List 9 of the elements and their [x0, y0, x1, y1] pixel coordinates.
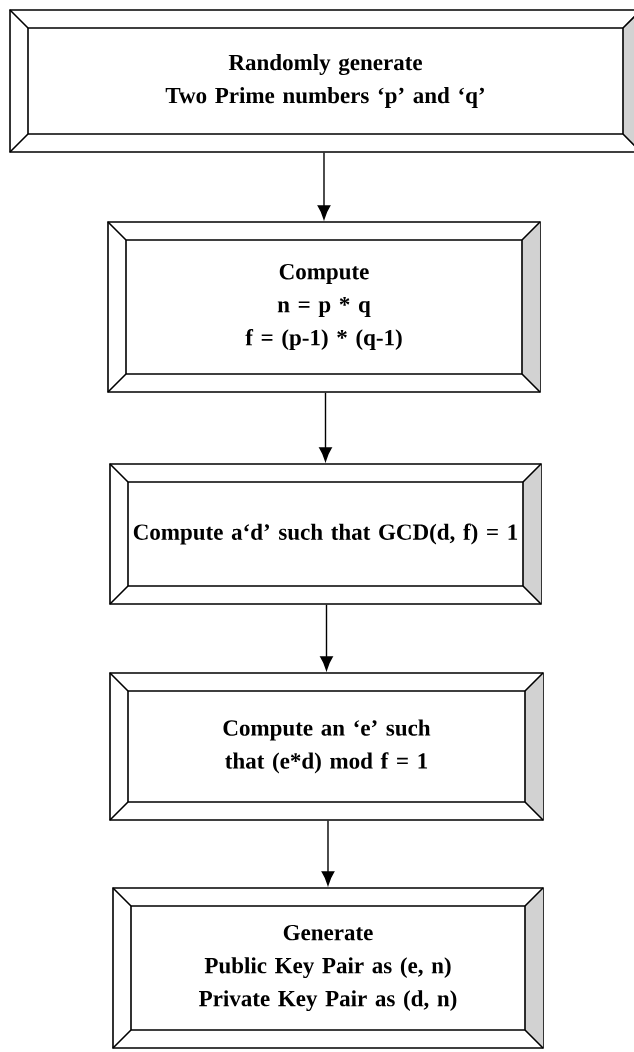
process-box: Compute n = p * q f = (p-1) * (q-1)	[107, 221, 541, 393]
process-box: Randomly generate Two Prime numbers ‘p’ and ‘q’	[9, 9, 634, 153]
process-box: Compute an ‘e’ such that (e*d) mod f = 1	[109, 672, 544, 821]
arrow	[317, 152, 331, 220]
process-box: Generate Public Key Pair as (e, n) Private Key Pair as (d, n)	[112, 887, 544, 1049]
arrow	[321, 820, 335, 886]
arrow	[319, 392, 332, 462]
arrow	[320, 604, 333, 671]
process-box: Compute a‘d’ such that GCD(d, f) = 1	[109, 463, 542, 605]
